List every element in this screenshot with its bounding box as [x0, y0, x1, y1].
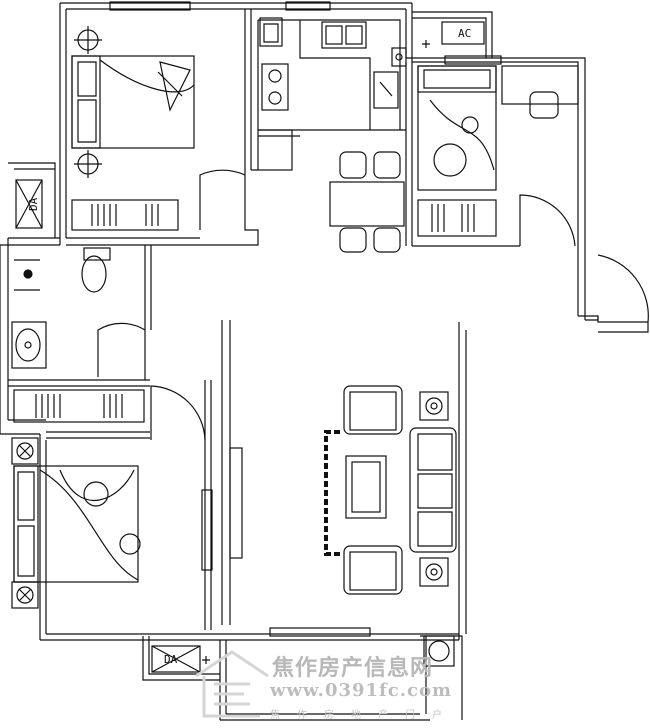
watermark-title: 焦作房产信息网	[272, 655, 434, 681]
living-room-furniture	[324, 385, 457, 595]
da-unit-left	[15, 179, 43, 229]
washing-machine	[423, 635, 455, 667]
watermark-url: www.0391fc.com	[270, 680, 453, 701]
watermark-subtitle: 焦作房地产门户	[270, 710, 459, 721]
kitchen	[257, 17, 407, 171]
da-unit-left-label: DA	[27, 197, 40, 211]
bedroom-top-left	[71, 26, 195, 231]
ac-unit	[422, 21, 485, 48]
da-unit-bottom-label: DA	[164, 653, 178, 666]
bedroom-bottom-left	[11, 389, 145, 609]
interior-walls	[46, 9, 520, 630]
da-unit-bottom	[151, 645, 210, 673]
doors	[97, 169, 649, 441]
corridor-cabinets	[201, 447, 243, 571]
ac-unit-label: AC	[458, 27, 471, 40]
watermark-logo	[195, 650, 269, 718]
bathroom	[11, 247, 111, 369]
bedroom-top-right	[417, 65, 579, 237]
dining-table	[329, 151, 405, 253]
balconies	[8, 11, 493, 720]
